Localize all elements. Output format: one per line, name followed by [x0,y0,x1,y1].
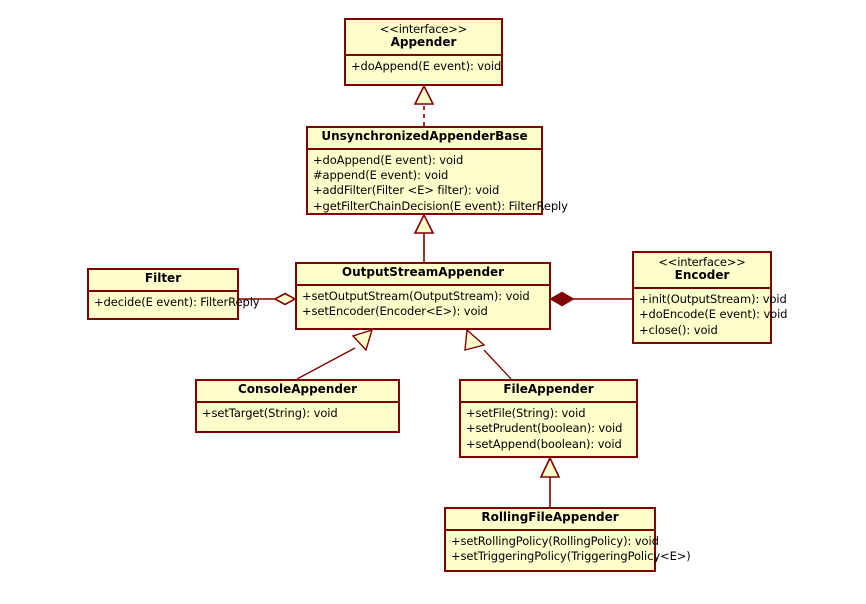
class-title: RollingFileAppender [481,510,619,524]
class-box-encoder[interactable]: <<interface>> Encoder +init(OutputStream… [632,251,788,344]
class-member: +setTarget(String): void [202,406,338,420]
class-title: ConsoleAppender [237,382,358,396]
class-header-encoder: <<interface>> Encoder [634,253,770,289]
connector-realization-appender [413,84,435,126]
class-box-console-appender[interactable]: ConsoleAppender +setTarget(String): void [195,379,400,433]
class-members-appender: +doAppend(E event): void [346,56,501,84]
class-member: +setAppend(boolean): void [466,436,622,451]
class-member: +getFilterChainDecision(E event): Filter… [313,198,568,213]
class-header-filter: Filter [89,270,237,292]
class-member: +setEncoder(Encoder<E>): void [302,304,488,319]
class-title: FileAppender [503,382,594,396]
class-members-file-appender: +setFile(String): void +setPrudent(boole… [461,403,636,456]
class-members-rolling-file-appender: +setRollingPolicy(RollingPolicy): void +… [446,531,691,570]
class-header-console-appender: ConsoleAppender [197,381,398,403]
class-header-rolling-file-appender: RollingFileAppender [446,509,654,531]
class-title: Appender [390,35,457,50]
class-box-rolling-file-appender[interactable]: RollingFileAppender +setRollingPolicy(Ro… [444,507,691,572]
class-member: +close(): void [639,322,718,337]
class-member: +init(OutputStream): void [639,292,787,306]
class-box-output-stream-appender[interactable]: OutputStreamAppender +setOutputStream(Ou… [295,262,551,330]
class-title: OutputStreamAppender [341,265,505,279]
class-member: +decide(E event): FilterReply [94,295,260,309]
class-header-unsynchronized-appender-base: UnsynchronizedAppenderBase [308,128,541,150]
class-header-appender: <<interface>> Appender [346,20,501,56]
class-member: +doEncode(E event): void [639,307,788,322]
class-header-output-stream-appender: OutputStreamAppender [297,264,549,286]
class-members-filter: +decide(E event): FilterReply [89,292,260,318]
class-stereotype: <<interface>> [658,255,746,269]
class-member: +setRollingPolicy(RollingPolicy): void [451,534,659,548]
class-members-encoder: +init(OutputStream): void +doEncode(E ev… [634,289,788,342]
class-member: +setFile(String): void [466,406,586,420]
class-title: Encoder [674,268,730,283]
connector-generalization-unsynchronized [413,213,435,262]
class-header-file-appender: FileAppender [461,381,636,403]
class-member: +setTriggeringPolicy(TriggeringPolicy<E>… [451,549,691,564]
connector-generalization-console [296,328,374,380]
class-box-unsynchronized-appender-base[interactable]: UnsynchronizedAppenderBase +doAppend(E e… [306,126,568,218]
class-member: +doAppend(E event): void [313,152,464,167]
class-member: +setOutputStream(OutputStream): void [302,289,530,303]
connector-composition-encoder [549,291,632,307]
class-members-console-appender: +setTarget(String): void [197,403,398,431]
class-stereotype: <<interface>> [379,22,468,36]
connector-generalization-rolling [539,456,561,507]
connector-generalization-file [464,328,512,380]
class-members-output-stream-appender: +setOutputStream(OutputStream): void +se… [297,286,549,328]
class-box-appender[interactable]: <<interface>> Appender +doAppend(E event… [344,18,503,86]
class-member: +addFilter(Filter <E> filter): void [313,183,500,198]
class-members-unsynchronized-appender-base: +doAppend(E event): void #append(E event… [308,150,568,218]
class-title: Filter [144,271,182,285]
class-box-file-appender[interactable]: FileAppender +setFile(String): void +set… [459,379,638,458]
class-member: #append(E event): void [313,168,449,183]
class-member: +doAppend(E event): void [351,59,502,73]
class-member: +setPrudent(boolean): void [466,421,623,436]
class-box-filter[interactable]: Filter +decide(E event): FilterReply [87,268,260,320]
class-title: UnsynchronizedAppenderBase [321,129,528,143]
